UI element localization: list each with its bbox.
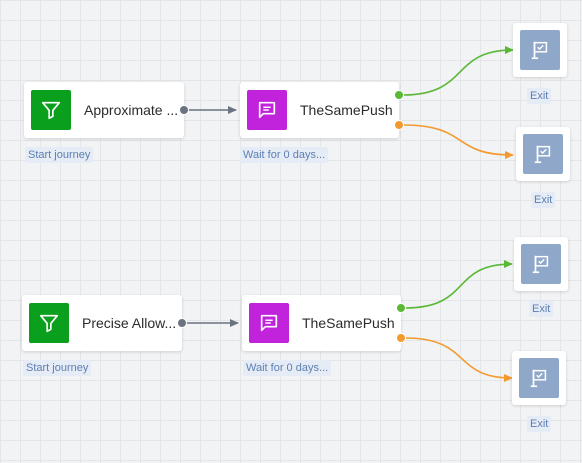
exit-flag-icon [521,244,561,284]
connector-success-to-exit [402,46,514,96]
message-icon [249,303,289,343]
start-node-title: Approximate ... [84,102,179,118]
push-node-title: TheSamePush [302,315,395,331]
push-node-caption: Wait for 0 days... [240,147,329,163]
connector-success-to-exit [404,260,513,309]
message-icon [247,90,287,130]
start-node-output-port[interactable] [179,105,189,115]
exit-node[interactable] [514,237,568,291]
filter-icon [29,303,69,343]
exit-caption: Exit [531,192,556,208]
exit-node[interactable] [512,351,566,405]
push-node-caption: Wait for 0 days... [243,360,332,376]
push-node[interactable]: TheSamePush [240,82,399,138]
exit-caption: Exit [529,301,554,317]
push-node-fail-port[interactable] [396,333,406,343]
push-node-success-port[interactable] [396,303,406,313]
exit-caption: Exit [527,88,552,104]
exit-flag-icon [523,134,563,174]
connector-fail-to-exit [402,124,514,159]
start-node[interactable]: Precise Allow... [22,295,182,351]
push-node-success-port[interactable] [394,90,404,100]
exit-flag-icon [519,358,559,398]
connector-fail-to-exit [404,337,513,382]
filter-icon [31,90,71,130]
push-node-title: TheSamePush [300,102,393,118]
exit-node[interactable] [516,127,570,181]
exit-flag-icon [520,30,560,70]
start-node-caption: Start journey [25,147,94,163]
start-node-caption: Start journey [23,360,92,376]
push-node[interactable]: TheSamePush [242,295,401,351]
start-node[interactable]: Approximate ... [24,82,184,138]
exit-node[interactable] [513,23,567,77]
start-node-output-port[interactable] [177,318,187,328]
push-node-fail-port[interactable] [394,120,404,130]
exit-caption: Exit [527,416,552,432]
start-node-title: Precise Allow... [82,315,177,331]
